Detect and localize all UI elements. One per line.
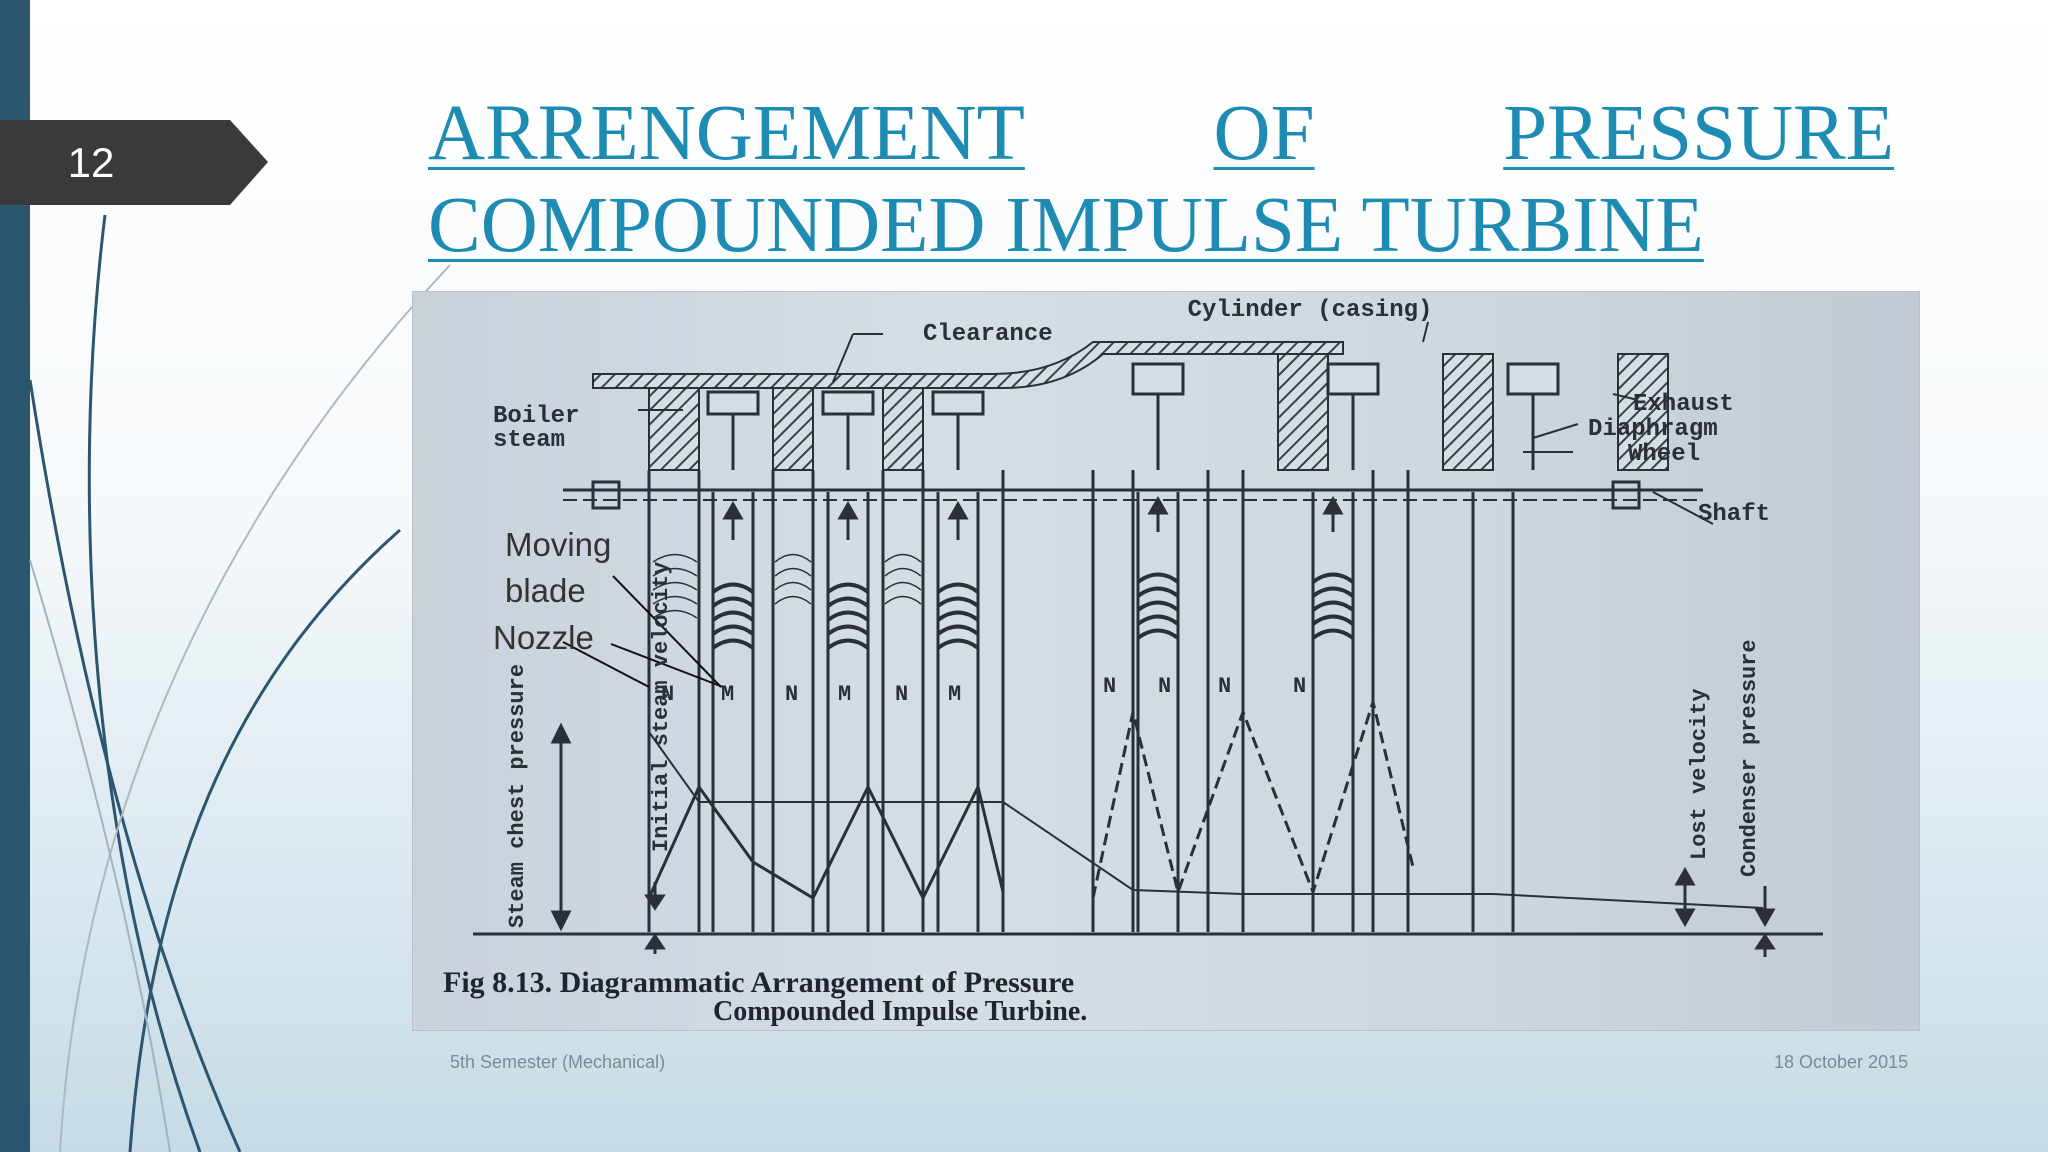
annotation-moving: Moving (505, 526, 611, 563)
diaphragm-6 (1617, 353, 1669, 471)
label-clearance: Clearance (923, 321, 1053, 348)
diaphragm-4 (1277, 353, 1329, 471)
turbine-diagram: Cylinder (casing) Clearance Boiler steam… (413, 292, 1919, 1030)
stage-letter-3: N (785, 682, 798, 707)
label-condenser-pressure: Condenser pressure (1737, 639, 1762, 877)
title-word-2: OF (1213, 90, 1315, 177)
label-lost-velocity: Lost velocity (1687, 688, 1712, 860)
stage-letter-7: N (1103, 674, 1116, 699)
title-word-3: PRESSURE (1503, 90, 1894, 177)
annotation-blade: blade (505, 572, 586, 609)
label-wheel: Wheel (1628, 441, 1700, 468)
casing (592, 341, 1344, 389)
caption-line-1: Fig 8.13. Diagrammatic Arrangement of Pr… (443, 966, 1074, 999)
turbine-diagram-svg: Cylinder (casing) Clearance Boiler steam… (443, 297, 1823, 1027)
footer-date: 18 October 2015 (1774, 1052, 1909, 1072)
velocity-curve-1 (647, 782, 1005, 902)
caption-line-2: Compounded Impulse Turbine. (713, 996, 1087, 1027)
stage-letter-2: M (721, 682, 734, 707)
dimension-arrows (550, 722, 1776, 957)
label-shaft: Shaft (1698, 501, 1770, 528)
stage-letters: N M N M N M N N N N (661, 674, 1306, 707)
title-word-1: ARRENGEMENT (428, 90, 1025, 177)
flow-arrows (722, 495, 1344, 540)
stage-columns (647, 470, 1515, 932)
slide-title: ARRENGEMENT OF PRESSURE COMPOUNDED IMPUL… (428, 88, 1894, 272)
diaphragm-2 (772, 387, 814, 471)
slide-number-text: 12 (67, 138, 115, 186)
velocity-curve-2 (1091, 696, 1415, 899)
stage-letter-4: M (838, 682, 851, 707)
diaphragm-3 (882, 387, 924, 471)
stage-letter-10: N (1293, 674, 1306, 699)
label-steam-chest-pressure: Steam chest pressure (505, 664, 530, 928)
stage-letter-6: M (948, 682, 961, 707)
bearing-left (591, 480, 621, 510)
annotation-nozzle: Nozzle (493, 619, 594, 656)
footer-course: 5th Semester (Mechanical) (450, 1052, 666, 1072)
slide-number: 12 (0, 120, 268, 205)
title-line-1: ARRENGEMENT OF PRESSURE (428, 88, 1894, 180)
stage-letter-1: N (661, 682, 674, 707)
leader-lines (638, 321, 1714, 525)
annotation-pointers (562, 575, 724, 688)
label-cylinder: Cylinder (casing) (1188, 297, 1433, 324)
label-steam: steam (493, 427, 565, 454)
wheels (706, 362, 1560, 470)
title-line-2: COMPOUNDED IMPULSE TURBINE (428, 182, 1704, 269)
nozzle-arcs (652, 553, 922, 619)
bearing-right (1611, 480, 1641, 510)
label-exhaust: Exhaust (1633, 391, 1734, 418)
diaphragm-5 (1442, 353, 1494, 471)
stage-letter-9: N (1218, 674, 1231, 699)
blade-arcs (711, 572, 1355, 650)
label-diaphragm: Diaphragm (1588, 416, 1718, 443)
label-boiler: Boiler (493, 403, 579, 430)
stage-letter-8: N (1158, 674, 1171, 699)
stage-letter-5: N (895, 682, 908, 707)
diaphragm-1 (648, 387, 700, 471)
pressure-curve (648, 731, 1764, 909)
label-initial-steam-velocity: Initial steam velocity (649, 562, 674, 852)
